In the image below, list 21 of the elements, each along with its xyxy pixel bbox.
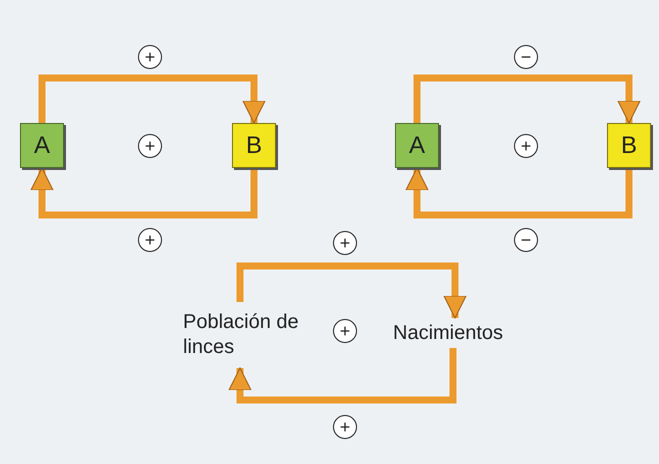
arrow xyxy=(406,168,632,218)
arrow xyxy=(38,74,266,124)
arrow xyxy=(236,262,466,318)
node-box: B xyxy=(607,123,651,168)
arrow xyxy=(414,74,640,124)
edge-label: + xyxy=(138,228,162,252)
node-box: A xyxy=(20,123,64,168)
edge-label: + xyxy=(138,45,162,69)
node-text: Población de linces xyxy=(183,302,305,368)
edge-label: − xyxy=(514,228,538,252)
node-text: Nacimientos xyxy=(393,318,513,348)
arrow xyxy=(30,168,258,218)
arrow xyxy=(228,348,456,404)
edge-label: − xyxy=(514,45,538,69)
edge-label: + xyxy=(333,231,357,255)
sign-label: + xyxy=(138,134,162,158)
node-box: A xyxy=(395,123,439,168)
sign-label: + xyxy=(333,319,357,343)
node-box: B xyxy=(232,123,276,168)
sign-label: + xyxy=(514,134,538,158)
edge-label: + xyxy=(333,415,357,439)
